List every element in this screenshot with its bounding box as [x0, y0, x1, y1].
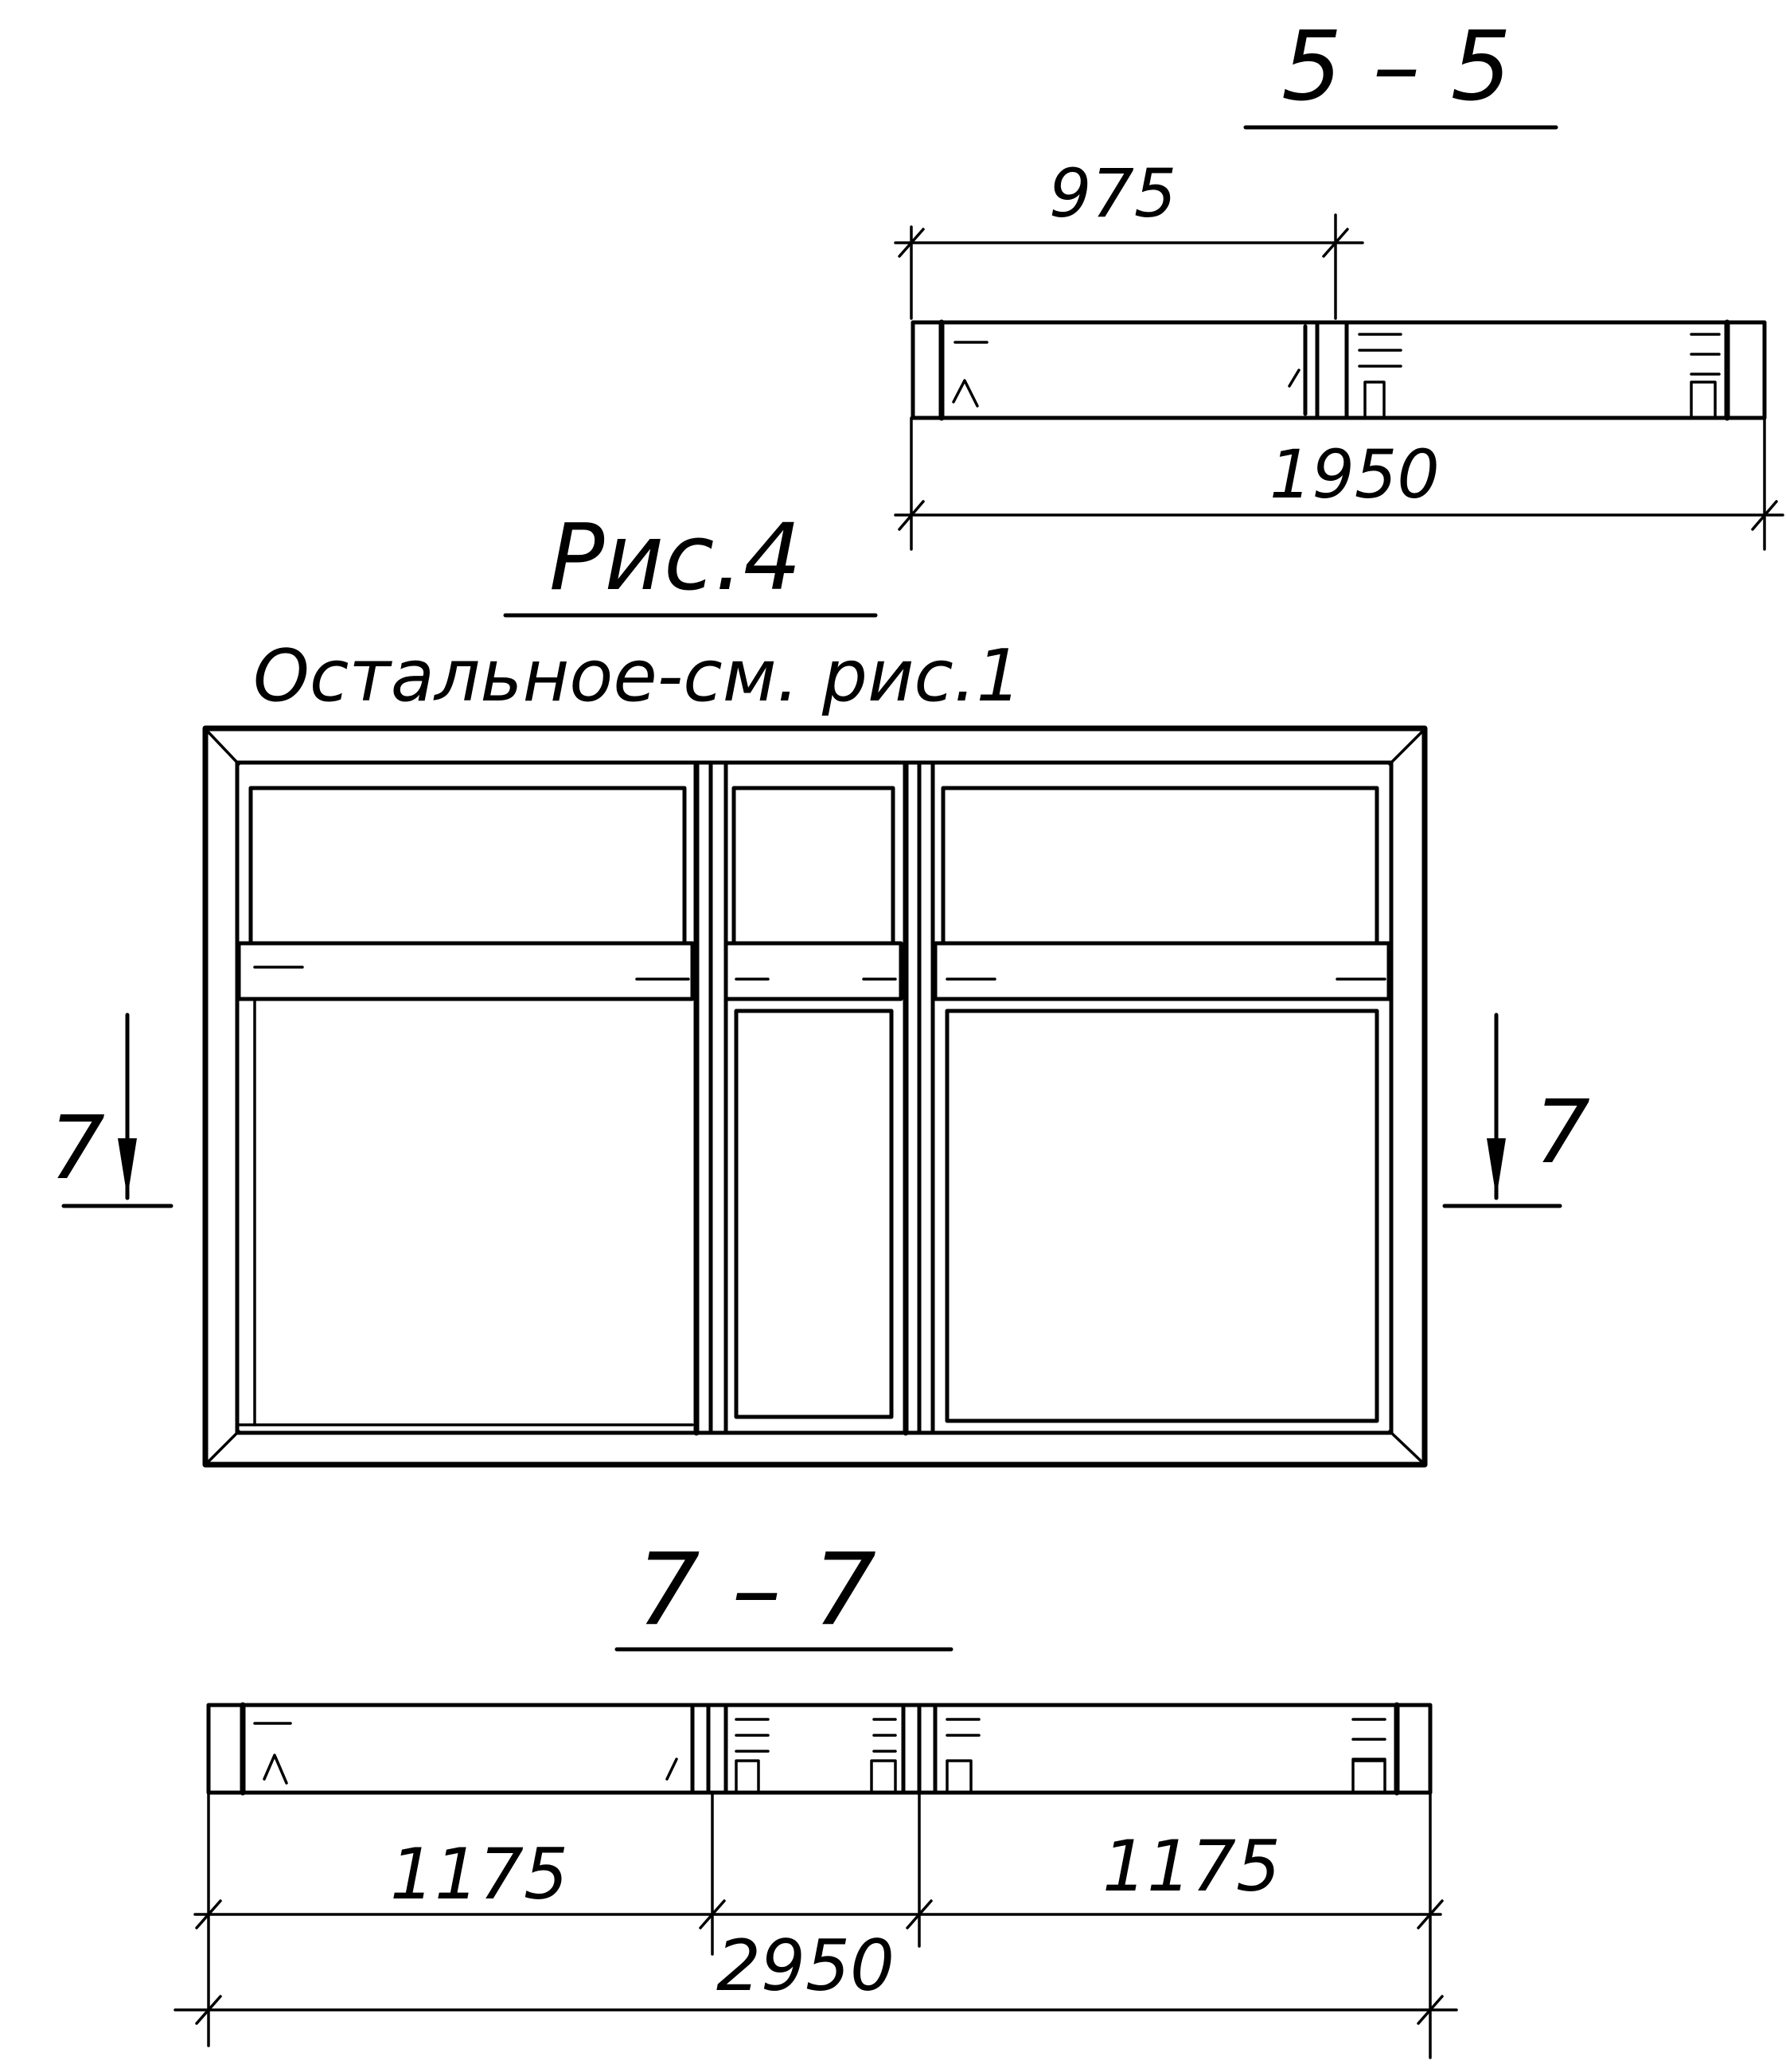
dim-1950-label: 1950	[1269, 435, 1440, 513]
frame-corner-tr	[1388, 731, 1423, 766]
section-marker-left-arrow	[118, 1138, 137, 1198]
dim-1950-tick-right	[1751, 500, 1778, 531]
left-transom-pane	[248, 786, 687, 946]
s77-m2-stop	[870, 1759, 897, 1794]
figure-note: Остальное-см. рис.1	[253, 634, 1022, 718]
section-7-7-body	[206, 1703, 1433, 1795]
dim-2950-tick-right	[1417, 1995, 1444, 2025]
s77-seal-m1	[665, 1758, 678, 1781]
dim-1175-right-label: 1175	[1102, 1825, 1281, 1907]
section-5-5-title: 5 – 5	[1281, 12, 1511, 123]
right-transom-bar	[933, 941, 1391, 1001]
frame-corner-bl	[207, 1430, 240, 1463]
section-5-5-body	[911, 320, 1767, 420]
right-transom-pane	[941, 786, 1379, 946]
section-marker-right-arrow	[1487, 1138, 1506, 1198]
section-marker-left-label: 7	[49, 1097, 105, 1199]
frame-corner-tl	[207, 731, 240, 766]
frame-corner-br	[1388, 1430, 1423, 1463]
dim-975-tick-left	[898, 228, 925, 258]
dim-1175-tick-m1	[699, 1899, 726, 1930]
section-7-7: 7 – 7 1175 1175	[174, 1532, 1458, 2059]
middle-transom-bar	[723, 941, 903, 1001]
section-5-5: 5 – 5 975 1950	[894, 12, 1784, 551]
right-sash-pane	[945, 1009, 1379, 1423]
dim-2950-tick-left	[195, 1995, 222, 2025]
section-marker-left: 7	[49, 1013, 174, 1208]
s77-m1-stop	[735, 1759, 760, 1794]
left-transom-bar	[236, 941, 695, 1001]
dim-975-label: 975	[1049, 154, 1176, 232]
window-elevation	[202, 725, 1428, 1468]
seal-mark-2	[1288, 369, 1301, 388]
figure-title: Рис.4	[549, 505, 801, 611]
inner-frame	[235, 760, 1394, 1435]
s77-right-stop	[1351, 1759, 1386, 1794]
figure-heading: Рис.4 Остальное-см. рис.1	[253, 505, 1022, 718]
middle-sash-pane	[734, 1009, 894, 1419]
dim-2950-label: 2950	[716, 1925, 895, 2007]
section-7-7-title: 7 – 7	[637, 1532, 876, 1648]
middle-transom-pane	[731, 786, 895, 946]
outer-frame	[202, 725, 1428, 1468]
dim-1175-left-label: 1175	[390, 1833, 568, 1915]
section-marker-right-label: 7	[1534, 1081, 1590, 1183]
s77-seal-left	[263, 1754, 288, 1785]
seal-mark	[952, 379, 979, 408]
dim-1950-tick-left	[898, 500, 925, 531]
dim-1175-tick-right	[1417, 1899, 1444, 1930]
dim-975-tick-right	[1322, 228, 1349, 258]
dim-1175-tick-m2	[906, 1899, 933, 1930]
section-marker-right: 7	[1442, 1013, 1590, 1208]
right-stop	[1690, 380, 1717, 419]
s77-m2-stop-r	[946, 1759, 973, 1794]
mullion-stop	[1363, 380, 1386, 419]
dim-1175-tick-left	[195, 1899, 222, 1930]
